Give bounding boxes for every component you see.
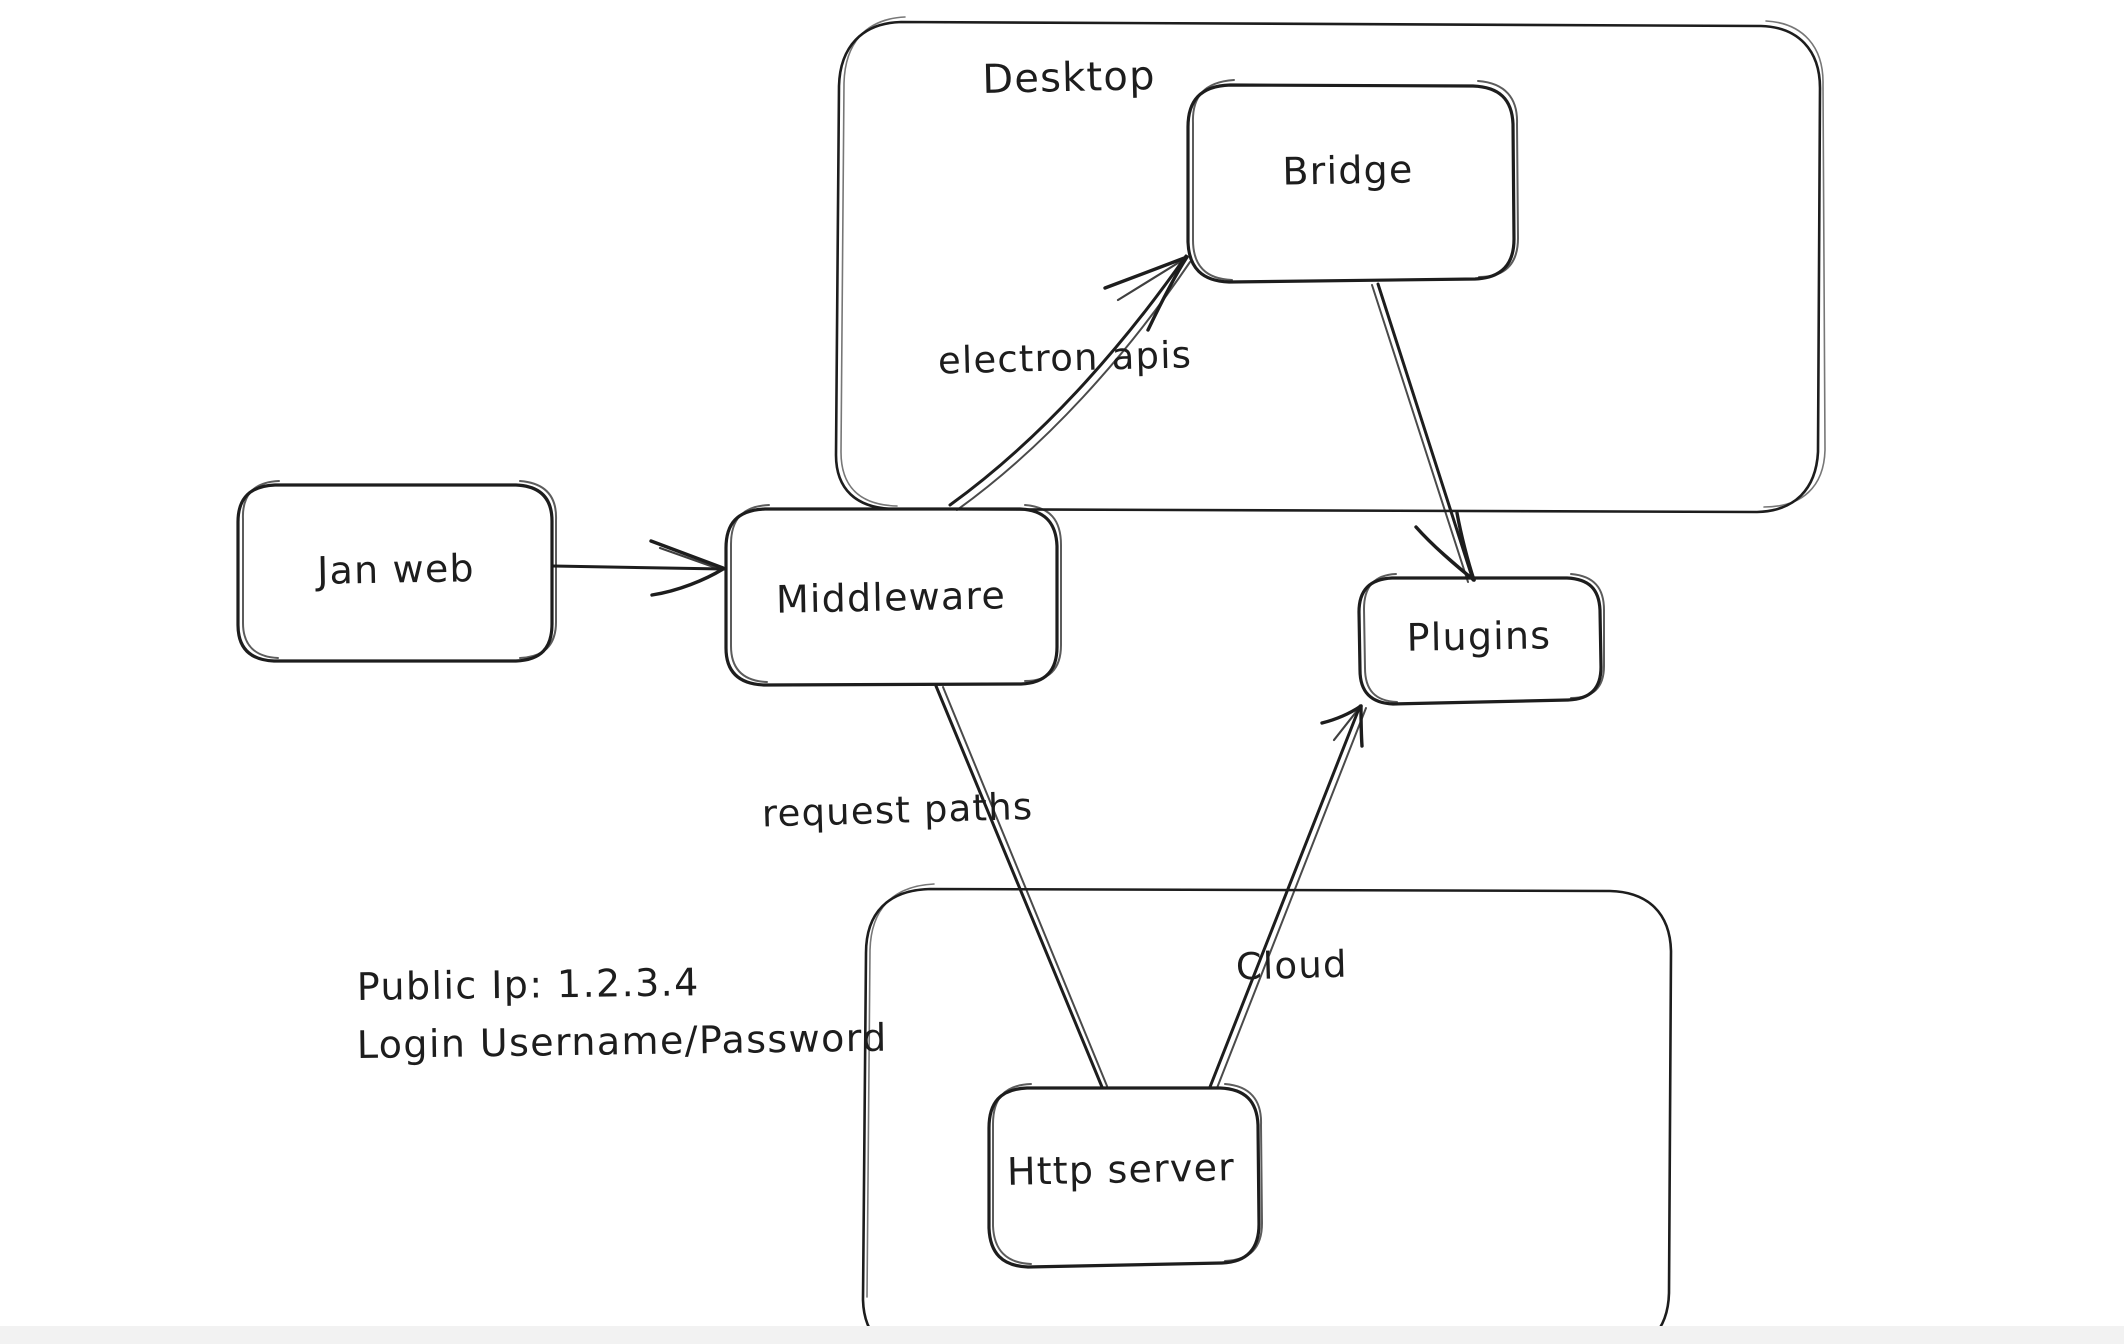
middleware-box <box>724 507 1059 687</box>
jan-web-box <box>236 483 554 663</box>
bridge-to-plugins-line-sketch <box>1371 284 1469 583</box>
note-login-credentials: Login Username/Password <box>357 1016 888 1067</box>
middleware-box-sketch <box>730 504 770 683</box>
group-desktop[interactable]: Desktop <box>834 16 1826 514</box>
bridge-to-plugins-arrowhead-right <box>1455 511 1476 582</box>
jan-web-label: Jan web <box>315 546 475 593</box>
http-server-label: Http server <box>1006 1145 1235 1194</box>
node-jan-web[interactable]: Jan web <box>236 480 558 663</box>
desktop-group-label: Desktop <box>982 53 1156 103</box>
jan-web-to-middleware-arrowhead-lower <box>650 567 725 597</box>
http-server-box-sketch-right <box>1224 1083 1263 1262</box>
annotations-block: Public Ip: 1.2.3.4 Login Username/Passwo… <box>357 960 888 1067</box>
bridge-box-sketch-right <box>1477 80 1519 278</box>
jan-web-to-middleware-arrowhead-upper <box>649 539 725 570</box>
edge-middleware-to-bridge[interactable]: electron apis <box>937 254 1193 511</box>
edge-middleware-to-http-server[interactable]: request paths <box>761 684 1108 1089</box>
bridge-to-plugins-line <box>1376 282 1475 582</box>
node-bridge[interactable]: Bridge <box>1186 79 1519 284</box>
http-server-to-plugins-line-sketch <box>1216 707 1367 1089</box>
cloud-group-border <box>861 887 1673 1344</box>
bridge-label: Bridge <box>1282 147 1414 193</box>
middleware-to-bridge-arrowhead-extra <box>1116 256 1188 302</box>
node-middleware[interactable]: Middleware <box>724 504 1062 687</box>
edge-http-server-to-plugins[interactable]: Cloud <box>1208 704 1367 1089</box>
http-server-to-plugins-arrowhead-extra <box>1332 705 1362 742</box>
http-server-box-sketch <box>992 1083 1032 1265</box>
middleware-to-bridge-line <box>948 254 1188 507</box>
middleware-label: Middleware <box>776 573 1007 621</box>
middleware-to-http-server-line-sketch <box>942 686 1108 1087</box>
middleware-to-http-server-label: request paths <box>761 785 1034 836</box>
middleware-to-bridge-label: electron apis <box>937 333 1192 382</box>
plugins-box-sketch <box>1363 573 1398 703</box>
middleware-box-sketch-right <box>1024 504 1062 682</box>
jan-web-box-sketch <box>241 480 280 659</box>
desktop-group-border <box>834 20 1822 514</box>
http-server-to-plugins-arrowhead-lower <box>1359 704 1364 748</box>
bottom-edge-band <box>0 1326 2124 1344</box>
note-public-ip: Public Ip: 1.2.3.4 <box>357 960 700 1009</box>
desktop-group-border-sketch <box>840 16 906 507</box>
desktop-group-border-sketch-right <box>1763 20 1826 508</box>
middleware-to-http-server-line <box>934 684 1104 1089</box>
cloud-group-border-sketch <box>866 883 935 1298</box>
jan-web-to-middleware-arrowhead-extra <box>658 546 724 572</box>
group-cloud[interactable] <box>861 883 1673 1344</box>
plugins-box <box>1357 576 1603 706</box>
http-server-box <box>987 1086 1261 1269</box>
http-server-to-plugins-line <box>1208 704 1362 1089</box>
plugins-label: Plugins <box>1406 613 1551 660</box>
edge-jan-web-to-middleware[interactable] <box>551 539 726 597</box>
bridge-to-plugins-arrowhead-extra <box>1426 538 1475 581</box>
node-plugins[interactable]: Plugins <box>1357 573 1605 706</box>
plugins-box-sketch-right <box>1570 573 1605 699</box>
bridge-box <box>1186 83 1516 284</box>
middleware-to-bridge-arrowhead-lower <box>1146 255 1189 332</box>
middleware-to-bridge-arrowhead-left <box>1103 255 1189 290</box>
http-server-to-plugins-label: Cloud <box>1235 943 1348 989</box>
node-http-server[interactable]: Http server <box>987 1083 1263 1269</box>
edge-bridge-to-plugins[interactable] <box>1371 282 1476 583</box>
bridge-box-sketch <box>1191 79 1235 281</box>
jan-web-to-middleware-line <box>551 564 726 571</box>
jan-web-box-sketch-right <box>519 480 558 659</box>
